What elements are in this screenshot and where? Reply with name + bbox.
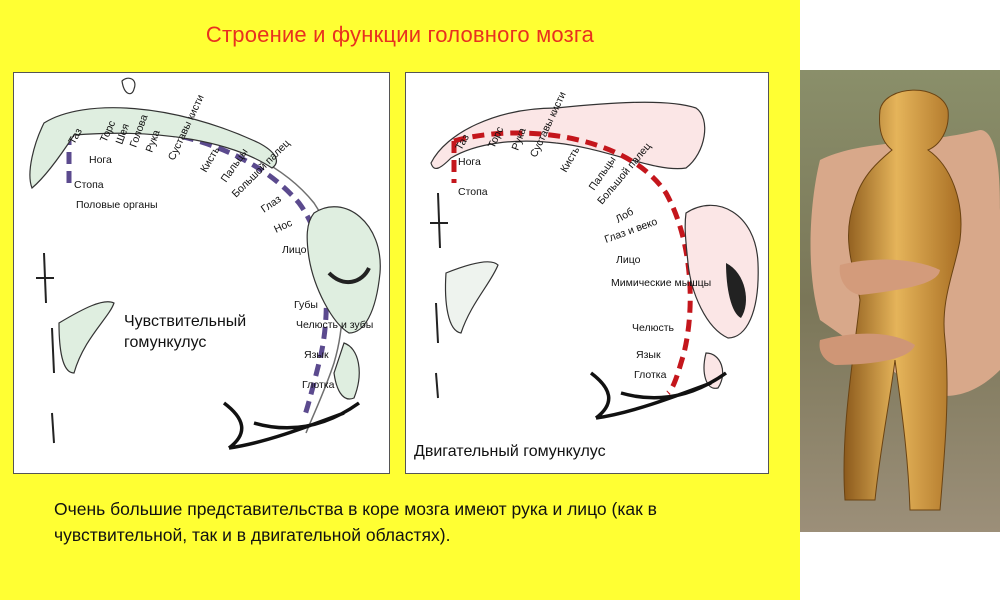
- motor-region-label: Нога: [458, 156, 481, 168]
- motor-homunculus-label: Двигательный гомункулус: [414, 443, 606, 460]
- sensory-region-label: Язык: [304, 349, 329, 361]
- figurine-illustration: [800, 70, 1000, 532]
- motor-region-label: Глотка: [634, 369, 667, 381]
- sensory-region-label: Челюсть и зубы: [296, 319, 373, 331]
- sensory-region-label: Половые органы: [76, 199, 158, 211]
- motor-region-label: Кисть: [558, 144, 582, 174]
- slide-caption: Очень большие представительства в коре м…: [54, 499, 657, 545]
- figurine-photo: [800, 70, 1000, 532]
- motor-region-label: Глаз и веко: [603, 216, 659, 246]
- motor-region-label: Язык: [636, 349, 661, 361]
- motor-region-label: Мимические мышцы: [611, 277, 711, 289]
- motor-region-label: Лоб: [614, 206, 636, 226]
- sensory-region-label: Нос: [272, 217, 294, 236]
- motor-region-label: Стопа: [458, 186, 488, 198]
- sensory-region-label: Нога: [89, 154, 112, 166]
- slide-title: Строение и функции головного мозга: [205, 22, 595, 47]
- sensory-region-label: Глаз: [259, 193, 284, 215]
- sensory-homunculus-label: Чувствительный гомункулус: [124, 313, 247, 351]
- motor-region-label: Челюсть: [632, 322, 675, 334]
- motor-cortex-arc: [453, 130, 693, 395]
- sensory-region-label: Кисть: [198, 144, 222, 174]
- sensory-region-label: Губы: [294, 299, 318, 311]
- sensory-cortex-arc: [68, 125, 329, 419]
- sensory-region-label: Глотка: [302, 379, 335, 391]
- sensory-region-label: Стопа: [74, 179, 104, 191]
- sensory-region-label: Лицо: [282, 244, 307, 256]
- motor-region-label: Лицо: [616, 254, 641, 266]
